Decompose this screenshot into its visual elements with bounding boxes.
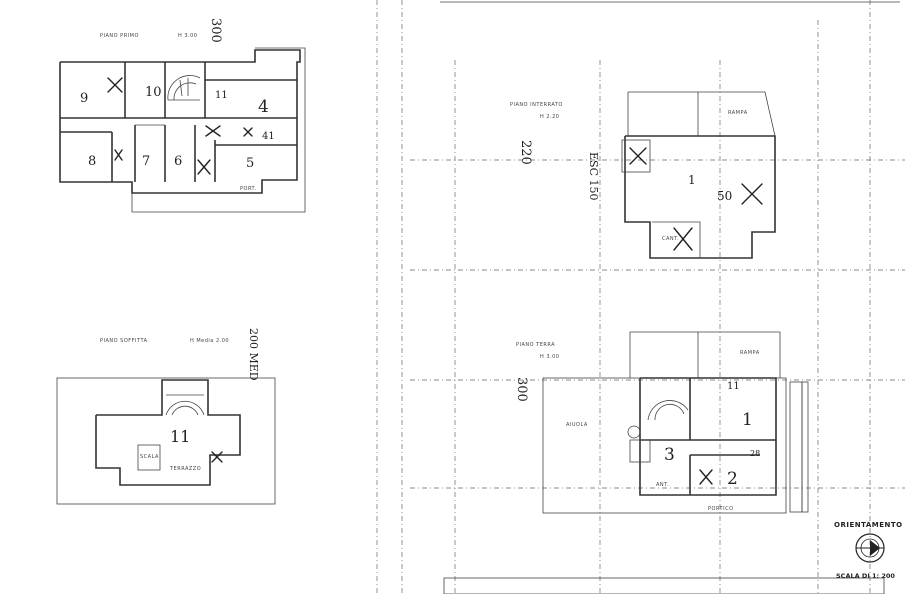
room-number: 5 xyxy=(246,156,254,171)
plan-terra-scale-note: 300 xyxy=(514,377,529,402)
plan-soffitta-label: PIANO SOFFITTA xyxy=(100,338,148,344)
cross-mark-icon xyxy=(211,451,223,463)
plan-soffitta-height: H Media 2.00 xyxy=(190,338,229,344)
orientation-label: ORIENTAMENTO xyxy=(834,521,903,529)
stair-icon xyxy=(167,75,201,101)
room-number: 2 xyxy=(727,469,738,489)
annotation: SCALA xyxy=(140,454,159,460)
room-number: 1 xyxy=(688,173,696,187)
annotation: ESC 150 xyxy=(587,152,600,200)
room-number: 3 xyxy=(664,445,675,465)
annotation: CANT. xyxy=(662,236,679,242)
compass-icon xyxy=(855,533,885,563)
legend: ORIENTAMENTO SCALA DI 1: 200 xyxy=(834,521,903,580)
room-number: 4 xyxy=(258,97,269,117)
room-number: 10 xyxy=(145,85,162,100)
room-number: 50 xyxy=(717,189,732,203)
plan-terra-label: PIANO TERRA xyxy=(516,342,555,348)
plan-piano-primo: PIANO PRIMO H 3.00 300 9 10 11 xyxy=(59,18,306,213)
column-strip xyxy=(789,381,809,513)
room-number: 8 xyxy=(88,154,96,169)
cross-mark-icon xyxy=(629,147,763,251)
plan-primo-height: H 3.00 xyxy=(178,33,197,39)
annotation: PORTICO xyxy=(708,506,734,512)
annotation: ANT. xyxy=(656,482,669,488)
plan-interrato-scale-note: 220 xyxy=(518,140,533,165)
annotation: RAMPA xyxy=(728,110,748,116)
room-number: 11 xyxy=(215,90,228,101)
room-number: 41 xyxy=(262,131,275,142)
sheet-grid xyxy=(376,0,905,594)
room-number: 6 xyxy=(174,154,182,169)
plan-interrato-height: H 2.20 xyxy=(540,114,559,120)
room-number: 11 xyxy=(727,381,740,392)
plan-piano-interrato: PIANO INTERRATO H 2.20 220 RAMPA CANT. E… xyxy=(510,91,776,259)
plan-primo-label: PIANO PRIMO xyxy=(100,33,139,39)
cross-mark-icon xyxy=(107,77,253,175)
room-number: 11 xyxy=(170,427,190,446)
plan-primo-scale-note: 300 xyxy=(208,18,223,43)
annotation: AIUOLA xyxy=(566,422,588,428)
stair-icon xyxy=(165,394,205,416)
plan-soffitta-scale-note: 200 MED xyxy=(247,328,260,381)
plan-piano-soffitta: PIANO SOFFITTA H Media 2.00 200 MED SCAL… xyxy=(56,328,276,505)
scale-label: SCALA DI 1: 200 xyxy=(836,572,895,580)
annotation: TERRAZZO xyxy=(169,466,201,472)
plan-interrato-label: PIANO INTERRATO xyxy=(510,102,563,108)
room-number: 9 xyxy=(80,91,88,106)
plan-piano-terra: PIANO TERRA H 3.00 300 RAMPA AIUOLA PORT… xyxy=(514,331,809,514)
cross-mark-icon xyxy=(699,469,713,485)
stair-icon xyxy=(627,400,689,439)
room-number: 1 xyxy=(742,410,753,430)
room-number: 7 xyxy=(142,154,150,169)
annotation: PORT. xyxy=(240,186,257,192)
annotation: RAMPA xyxy=(740,350,760,356)
plan-terra-height: H 3.00 xyxy=(540,354,559,360)
room-number: 28 xyxy=(750,449,760,458)
